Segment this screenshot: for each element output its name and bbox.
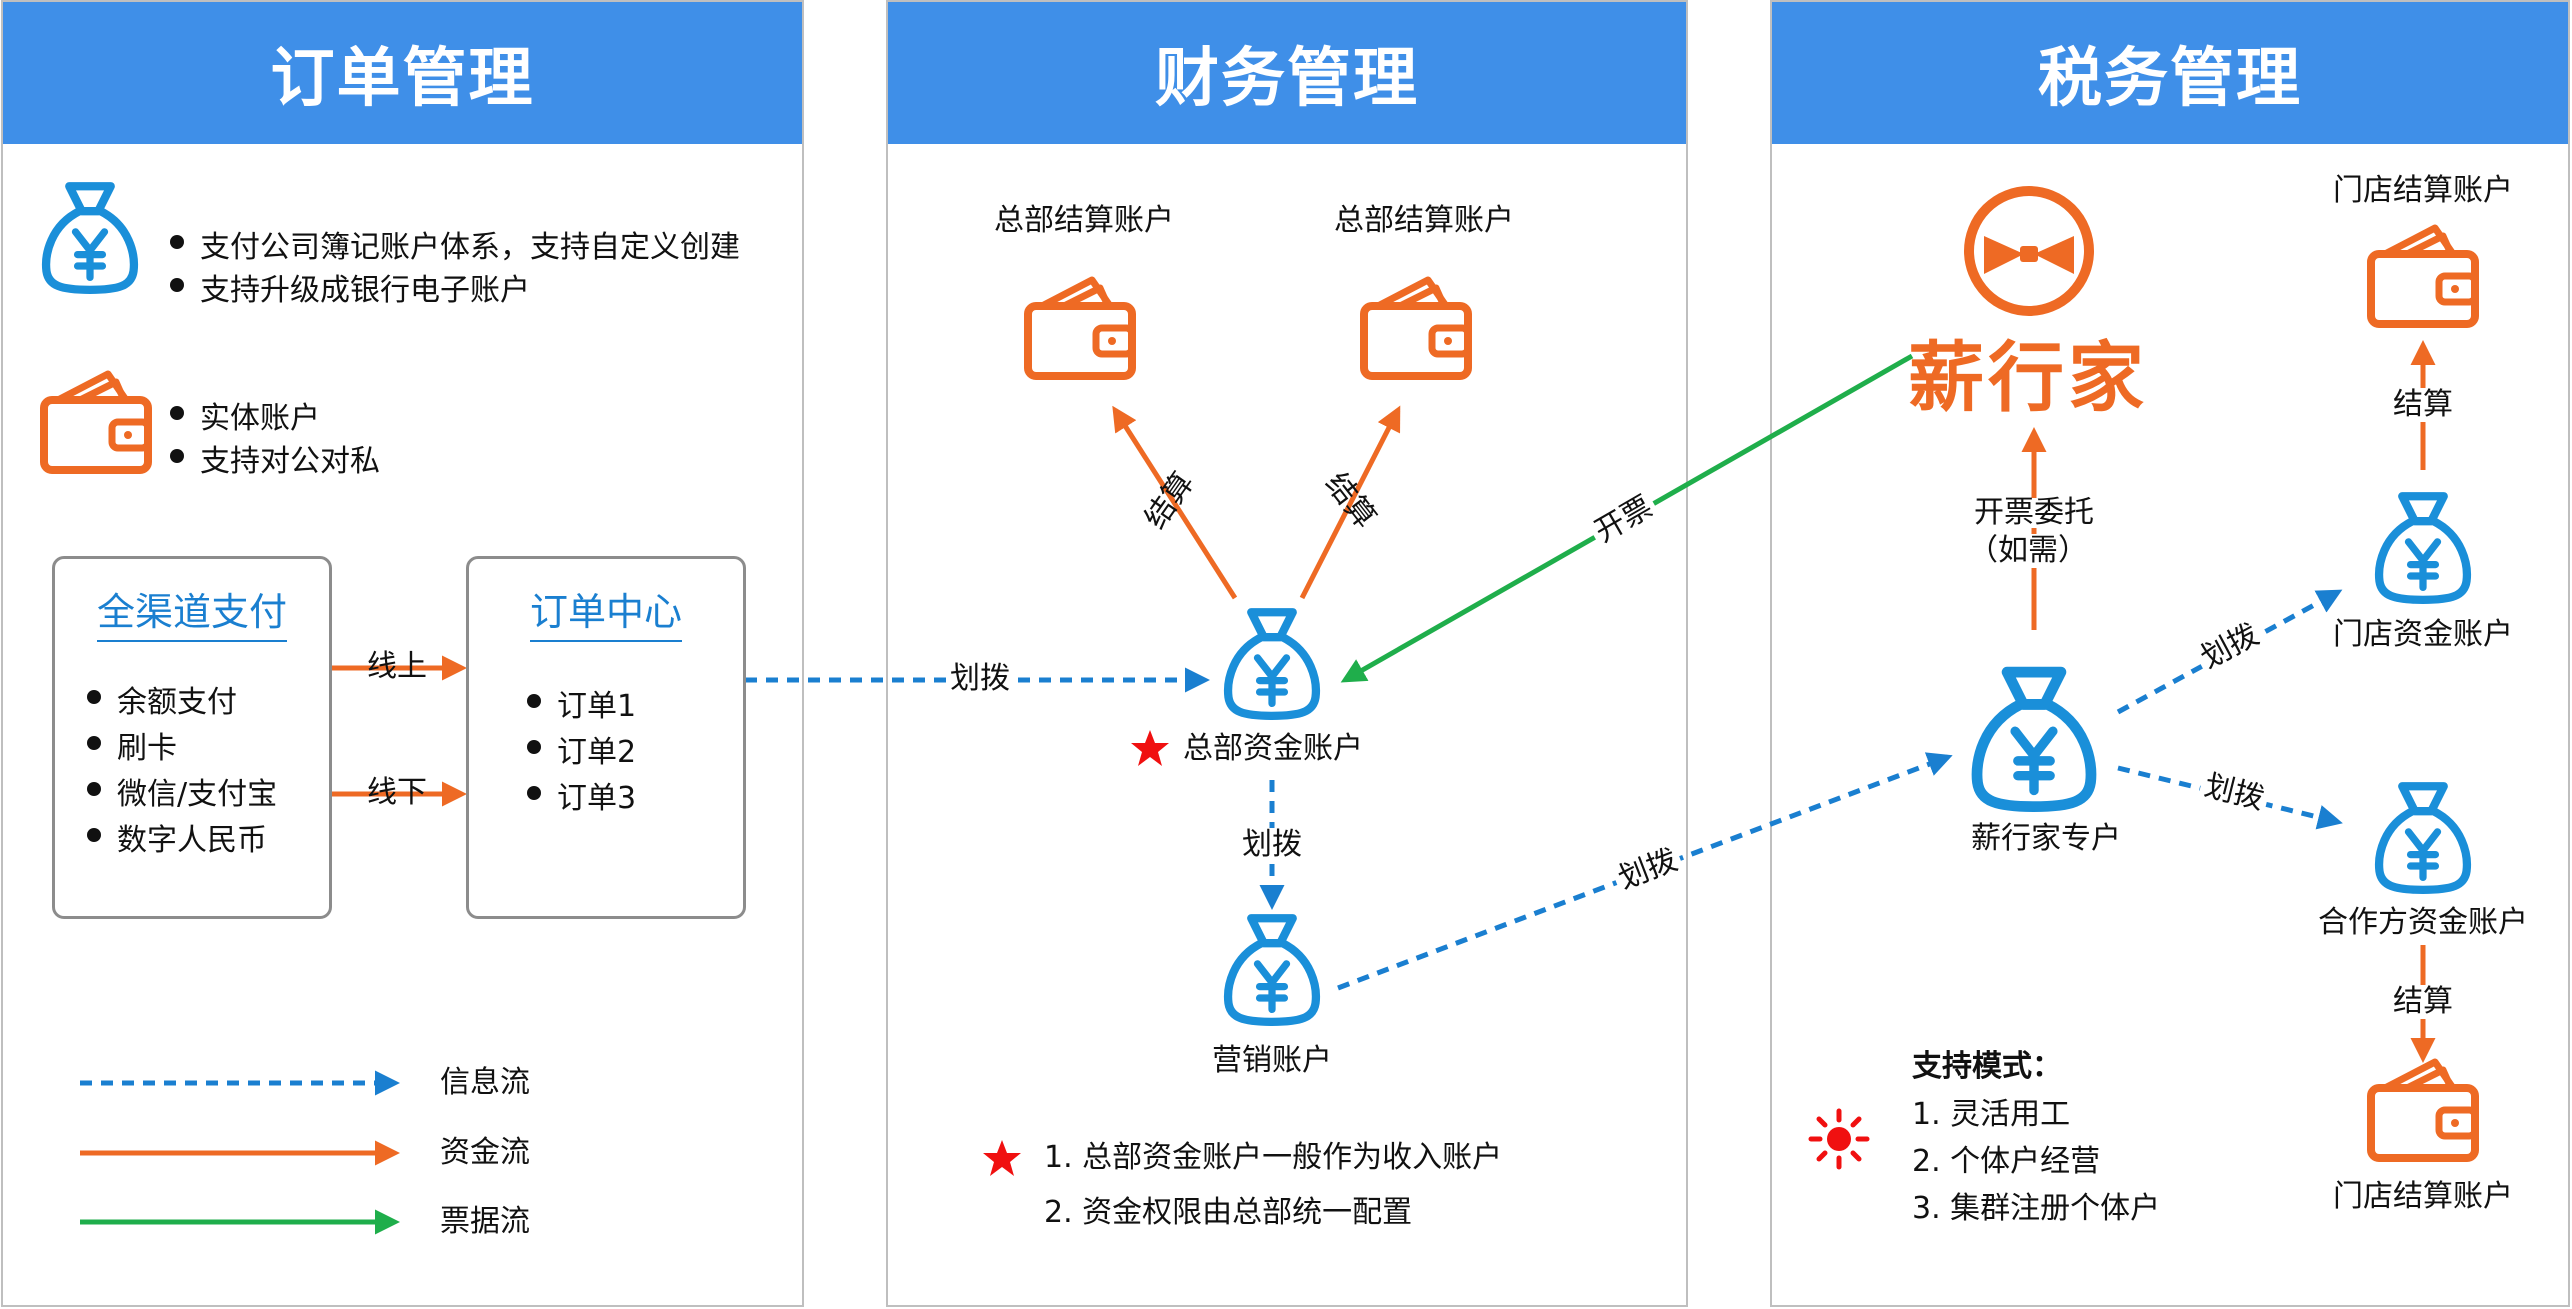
wallet-icon xyxy=(2363,1054,2483,1164)
finance-note-1: 1. 总部资金账户一般作为收入账户 xyxy=(1044,1140,1503,1175)
money-bag-icon xyxy=(1966,664,2102,812)
invoice-entrust-label: 开票委托 xyxy=(1970,498,2098,528)
marketing-account-label: 营销账户 xyxy=(1212,1043,1332,1078)
physical-bullet-1: 实体账户 xyxy=(170,393,320,437)
settle-top-label: 结算 xyxy=(2389,388,2457,422)
wallet-icon xyxy=(1356,272,1476,382)
money-bag-icon xyxy=(38,180,142,294)
online-label: 线上 xyxy=(367,649,427,684)
star-icon xyxy=(983,1140,1021,1176)
offline-label: 线下 xyxy=(367,775,427,810)
modes-title: 支持模式： xyxy=(1912,1049,2062,1084)
legend-info-label: 信息流 xyxy=(440,1065,530,1100)
xinhangjia-logo-text: 薪行家 xyxy=(1908,333,2148,422)
mode-item: 2. 个体户经营 xyxy=(1912,1144,2101,1179)
partner-fund-account-label: 合作方资金账户 xyxy=(2318,905,2528,940)
finance-panel-title: 财务管理 xyxy=(888,2,1686,144)
wallet-icon xyxy=(2363,220,2483,330)
order-item: 订单2 xyxy=(526,727,636,771)
omni-pay-item: 微信/支付宝 xyxy=(86,769,277,813)
legend-fund-label: 资金流 xyxy=(440,1135,530,1170)
settle-right-arrow xyxy=(1299,405,1401,600)
omni-pay-item: 余额支付 xyxy=(87,677,237,721)
physical-bullet-2: 支持对公对私 xyxy=(170,436,380,480)
xinhangjia-logo-icon xyxy=(1964,186,2094,316)
if-needed-label: （如需） xyxy=(1964,534,2092,568)
omni-pay-item: 数字人民币 xyxy=(87,815,267,859)
xhj-account-label: 薪行家专户 xyxy=(1971,821,2121,856)
settle-bottom-label: 结算 xyxy=(2389,985,2457,1019)
money-bag-icon xyxy=(2371,490,2475,604)
finance-note-2: 2. 资金权限由总部统一配置 xyxy=(1044,1195,1413,1230)
hq-transfer-down-label: 划拨 xyxy=(1238,828,1306,862)
order-panel-title: 订单管理 xyxy=(3,2,802,144)
store-settle-bottom-label: 门店结算账户 xyxy=(2333,1179,2513,1214)
order-transfer-label: 划拨 xyxy=(946,664,1014,694)
money-bag-icon xyxy=(1220,912,1324,1026)
hq-fund-account-label: 总部资金账户 xyxy=(1183,731,1363,766)
hq-settle-left-label: 总部结算账户 xyxy=(994,203,1174,238)
order-item: 订单3 xyxy=(526,773,636,817)
omni-pay-title: 全渠道支付 xyxy=(96,590,287,642)
finance-panel: 财务管理 xyxy=(886,0,1688,1307)
virtual-bullet-1: 支付公司簿记账户体系，支持自定义创建 xyxy=(170,222,740,266)
settle-left-arrow xyxy=(1112,405,1238,600)
mode-item: 3. 集群注册个体户 xyxy=(1912,1191,2161,1226)
legend-bill-label: 票据流 xyxy=(440,1204,530,1239)
store-settle-top-label: 门店结算账户 xyxy=(2333,173,2513,208)
omni-pay-box: 全渠道支付 余额支付 刷卡 微信/支付宝 数字人民币 xyxy=(52,556,332,919)
mode-item: 1. 灵活用工 xyxy=(1912,1097,2071,1132)
sun-icon xyxy=(1808,1108,1870,1170)
hq-settle-right-label: 总部结算账户 xyxy=(1334,203,1514,238)
virtual-bullet-2: 支持升级成银行电子账户 xyxy=(170,265,530,309)
star-icon xyxy=(1131,730,1169,766)
omni-pay-item: 刷卡 xyxy=(87,723,177,767)
order-center-title: 订单中心 xyxy=(529,590,682,642)
store-fund-account-label: 门店资金账户 xyxy=(2333,617,2513,652)
tax-panel-title: 税务管理 xyxy=(1772,2,2568,144)
money-bag-icon xyxy=(1220,606,1324,720)
order-center-box: 订单中心 订单1 订单2 订单3 xyxy=(466,556,746,919)
wallet-icon xyxy=(36,366,156,476)
wallet-icon xyxy=(1020,272,1140,382)
money-bag-icon xyxy=(2371,780,2475,894)
order-item: 订单1 xyxy=(526,681,636,725)
